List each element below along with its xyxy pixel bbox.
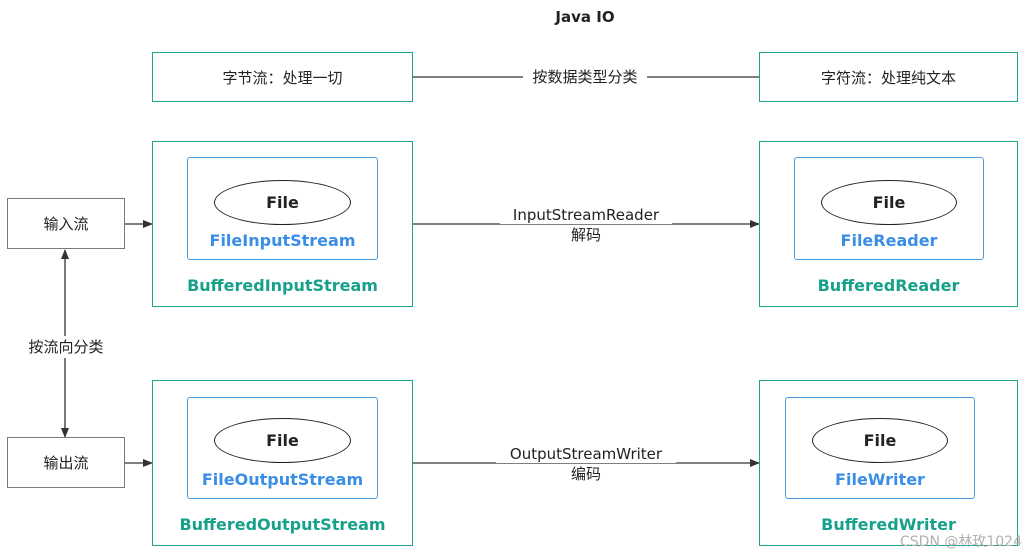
file-label: File (872, 193, 906, 212)
file-label: File (863, 431, 897, 450)
file-ellipse: File (812, 418, 948, 463)
byte-stream-label: 字节流：处理一切 (222, 68, 343, 87)
data-type-link-label: 按数据类型分类 (523, 68, 647, 86)
file-input-stream-label: FileInputStream (209, 231, 356, 250)
file-reader-label: FileReader (840, 231, 938, 250)
file-output-stream-label: FileOutputStream (201, 470, 364, 489)
watermark-text: CSDN @林玫1024 (900, 534, 1022, 550)
buffered-reader-label: BufferedReader (817, 276, 960, 295)
file-writer-label: FileWriter (835, 470, 925, 489)
diagram-title: Java IO (555, 8, 615, 26)
decode-label: 解码 (570, 226, 601, 244)
byte-stream-box: 字节流：处理一切 (152, 52, 413, 102)
input-stream-box: 输入流 (7, 198, 125, 249)
output-stream-label: 输出流 (43, 454, 89, 472)
buffered-input-stream-label: BufferedInputStream (187, 276, 378, 295)
output-stream-writer-label: OutputStreamWriter (496, 445, 676, 463)
input-stream-reader-label: InputStreamReader (500, 206, 672, 224)
file-ellipse: File (821, 180, 957, 225)
input-stream-label: 输入流 (43, 215, 89, 233)
output-stream-box: 输出流 (7, 437, 125, 488)
char-stream-label: 字符流：处理纯文本 (820, 68, 956, 87)
file-ellipse: File (214, 418, 351, 463)
direction-link-label: 按流向分类 (18, 336, 114, 358)
encode-label: 编码 (570, 465, 601, 483)
buffered-writer-label: BufferedWriter (821, 515, 956, 534)
file-ellipse: File (214, 180, 351, 225)
char-stream-box: 字符流：处理纯文本 (759, 52, 1018, 102)
buffered-output-stream-label: BufferedOutputStream (179, 515, 386, 534)
file-label: File (266, 193, 299, 212)
file-label: File (266, 431, 299, 450)
